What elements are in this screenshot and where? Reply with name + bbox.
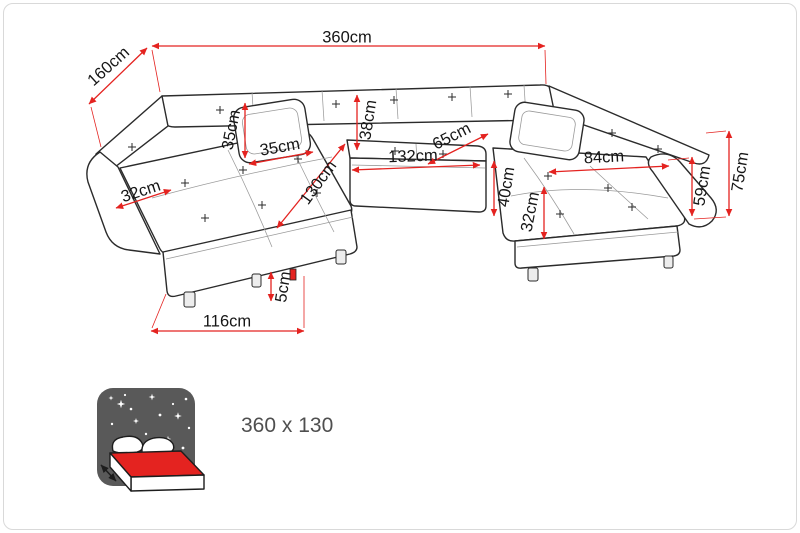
dim-total-width-label: 360cm	[322, 28, 372, 46]
dim-total-width: 360cm	[151, 28, 547, 93]
dim-total-height-label: 75cm	[728, 151, 752, 194]
dim-middle-seat-width: 132cm	[351, 147, 481, 174]
bed-base-front	[130, 474, 205, 492]
sleeping-size-label: 360 x 130	[241, 414, 333, 437]
fabric-tag	[289, 268, 297, 281]
dimension-annotations: 360cm 160cm 32cm 35cm 35cm 38cm	[84, 28, 752, 335]
dim-right-seat-width-label: 84cm	[583, 147, 624, 167]
bed-pillow-left	[111, 435, 144, 454]
dim-total-depth-label: 160cm	[84, 43, 133, 90]
dim-leg-height: 5cm	[267, 268, 297, 304]
dim-seat-front-height: 40cm	[490, 160, 518, 217]
unfold-arrow-icon	[100, 464, 117, 482]
sleeping-area-legend: 360 x 130	[97, 388, 333, 492]
bed-base-side	[109, 452, 132, 492]
dim-middle-seat-width-label: 132cm	[388, 147, 438, 167]
dim-right-seat-width: 84cm	[548, 147, 670, 176]
sofa-drawing	[86, 84, 717, 308]
sofa-left-front-panel	[162, 209, 358, 298]
sofa-right-front-panel	[514, 225, 681, 269]
sofa-bed-icon	[100, 435, 205, 492]
dim-leg-height-label: 5cm	[272, 270, 295, 304]
dim-left-front-width: 116cm	[150, 276, 305, 335]
sofa-backrest	[161, 84, 555, 128]
right-pillow	[509, 101, 585, 161]
dim-left-front-width-label: 116cm	[203, 312, 251, 330]
sofa-legs	[183, 249, 674, 308]
